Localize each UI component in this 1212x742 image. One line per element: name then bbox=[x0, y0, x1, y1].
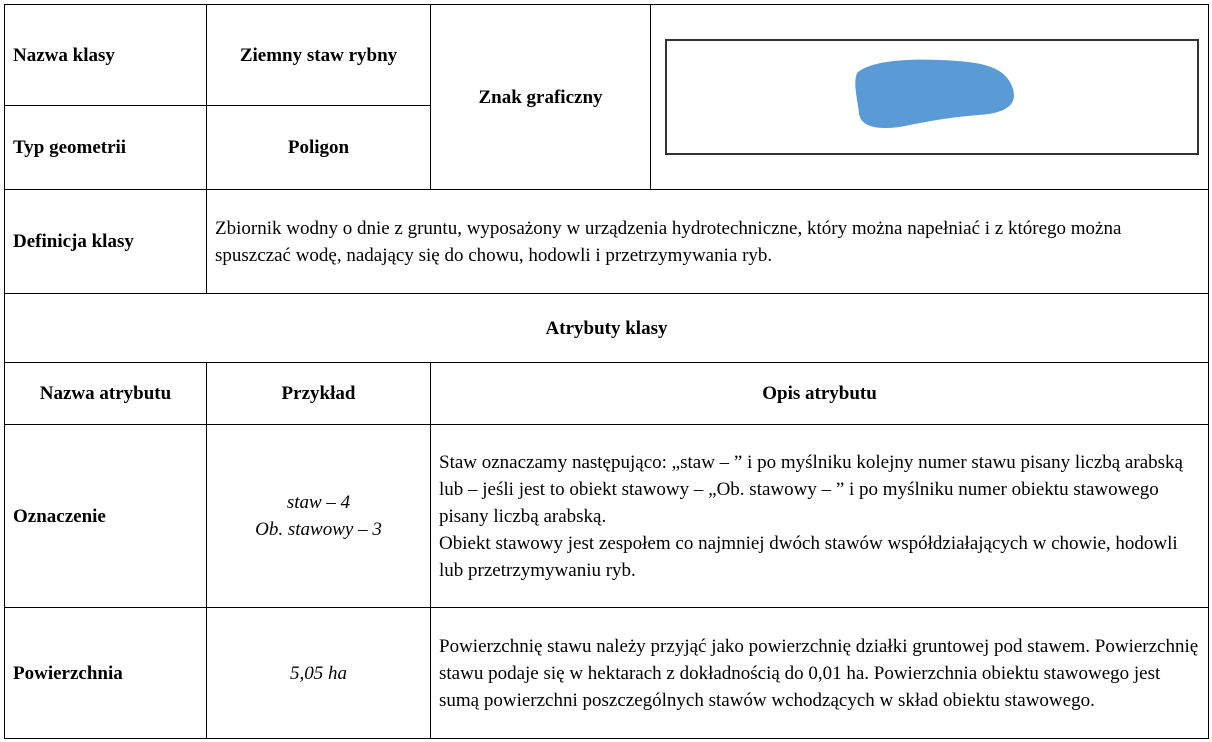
class-specification-table: Nazwa klasy Ziemny staw rybny Znak grafi… bbox=[4, 4, 1209, 739]
attribute-name: Powierzchnia bbox=[4, 607, 207, 739]
column-header-example: Przykład bbox=[206, 362, 431, 425]
geometry-value: Poligon bbox=[206, 105, 431, 190]
attribute-example: 5,05 ha bbox=[206, 607, 431, 739]
attributes-title-row: Atrybuty klasy bbox=[4, 293, 1209, 363]
definition-text: Zbiornik wodny o dnie z gruntu, wyposażo… bbox=[206, 189, 1209, 294]
pond-shape bbox=[855, 59, 1014, 129]
attribute-description: Staw oznaczamy następująco: „staw – ” i … bbox=[430, 424, 1209, 608]
attribute-row-powierzchnia: Powierzchnia 5,05 ha Powierzchnię stawu … bbox=[4, 607, 1209, 739]
geometry-label: Typ geometrii bbox=[4, 105, 207, 190]
attributes-title: Atrybuty klasy bbox=[4, 293, 1209, 363]
column-header-description: Opis atrybutu bbox=[430, 362, 1209, 425]
symbol-cell bbox=[650, 4, 1209, 190]
class-table-wrapper: Nazwa klasy Ziemny staw rybny Znak grafi… bbox=[4, 4, 1209, 739]
attribute-row-oznaczenie: Oznaczenie staw – 4 Ob. stawowy – 3 Staw… bbox=[4, 424, 1209, 608]
class-name-row: Nazwa klasy Ziemny staw rybny Znak grafi… bbox=[4, 4, 1209, 190]
attribute-example: staw – 4 Ob. stawowy – 3 bbox=[206, 424, 431, 608]
attribute-example-line: 5,05 ha bbox=[290, 662, 347, 684]
symbol-frame bbox=[665, 39, 1199, 155]
attribute-description-paragraph: Staw oznaczamy następująco: „staw – ” i … bbox=[439, 451, 1183, 527]
definition-row: Definicja klasy Zbiornik wodny o dnie z … bbox=[4, 189, 1209, 294]
attribute-example-line: staw – 4 bbox=[286, 492, 351, 513]
geometry-row: Typ geometrii Poligon bbox=[4, 105, 1209, 190]
symbol-label: Znak graficzny bbox=[430, 4, 651, 190]
column-header-name: Nazwa atrybutu bbox=[4, 362, 207, 425]
class-name-label: Nazwa klasy bbox=[4, 4, 207, 106]
attributes-header-row: Nazwa atrybutu Przykład Opis atrybutu bbox=[4, 362, 1209, 425]
attribute-name: Oznaczenie bbox=[4, 424, 207, 608]
definition-label: Definicja klasy bbox=[4, 189, 207, 294]
class-name-value: Ziemny staw rybny bbox=[206, 4, 431, 106]
attribute-description: Powierzchnię stawu należy przyjąć jako p… bbox=[430, 607, 1209, 739]
attribute-example-line: Ob. stawowy – 3 bbox=[255, 519, 382, 540]
pond-symbol bbox=[855, 59, 1014, 129]
attribute-description-paragraph: Obiekt stawowy jest zespołem co najmniej… bbox=[439, 532, 1178, 581]
